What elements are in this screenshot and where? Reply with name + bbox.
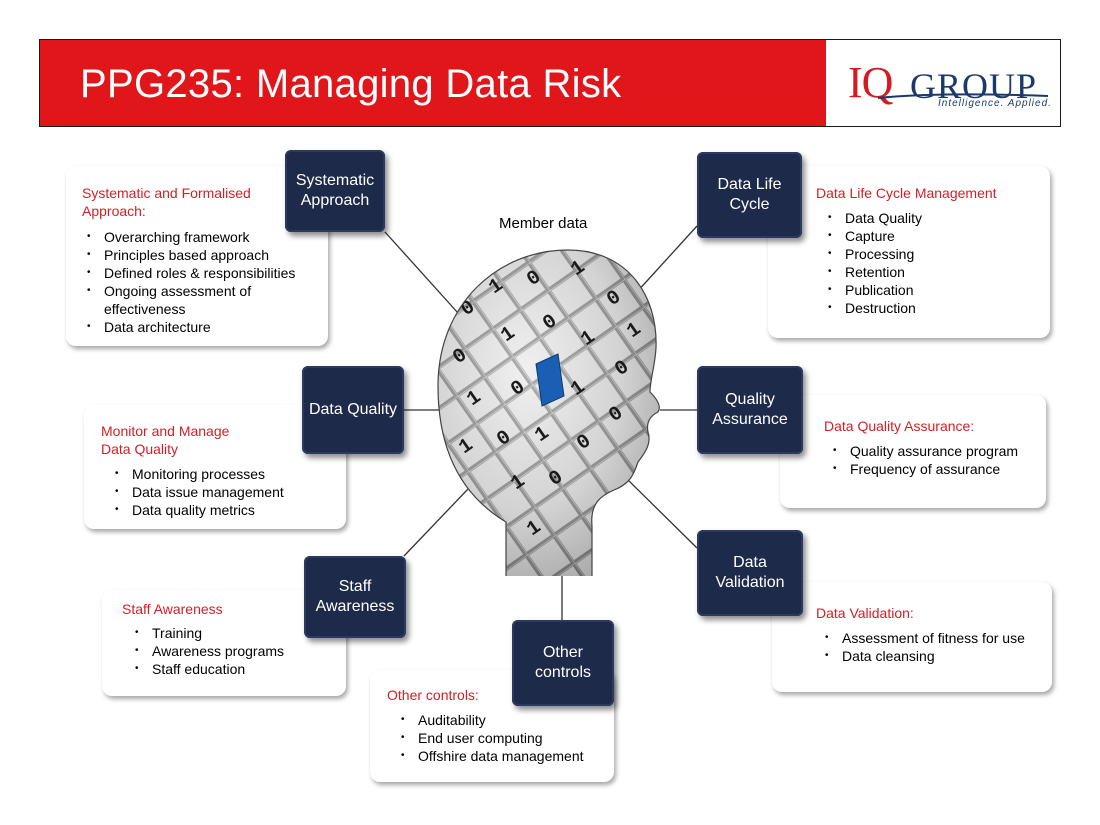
list-item: Offshire data management xyxy=(396,747,611,765)
list-item: Monitoring processes xyxy=(110,465,340,483)
node-staff-awareness: Staff Awareness xyxy=(304,556,406,638)
panel-lifecycle: Data Life Cycle Management Data QualityC… xyxy=(768,166,1050,338)
list-item: Data architecture xyxy=(82,318,322,336)
connector-validation xyxy=(625,477,698,549)
list-other: AuditabilityEnd user computingOffshire d… xyxy=(396,711,611,765)
list-item: End user computing xyxy=(396,729,611,747)
blue-chip-icon xyxy=(535,353,565,407)
logo-group-letters: GROUP xyxy=(910,66,1038,106)
list-item: Awareness programs xyxy=(130,642,340,660)
node-data-quality: Data Quality xyxy=(302,366,404,454)
list-systematic: Overarching frameworkPrinciples based ap… xyxy=(82,228,322,336)
list-staff: TrainingAwareness programsStaff educatio… xyxy=(130,624,340,678)
list-item: Principles based approach xyxy=(82,246,322,264)
logo-iq-letters: IQ xyxy=(848,58,893,107)
panel-staff: Staff Awareness TrainingAwareness progra… xyxy=(102,590,346,696)
node-data-validation: Data Validation xyxy=(697,530,803,616)
node-label-validation: Data Validation xyxy=(715,554,785,591)
panel-title-validation: Data Validation: xyxy=(816,605,914,621)
node-label-quality: Data Quality xyxy=(308,401,398,418)
panel-systematic: Systematic and Formalised Approach: Over… xyxy=(66,166,328,346)
list-item: Staff education xyxy=(130,660,340,678)
panel-validation: Data Validation: Assessment of fitness f… xyxy=(772,582,1052,692)
list-item: Training xyxy=(130,624,340,642)
list-item: Quality assurance program xyxy=(828,442,1043,460)
logo-tagline: Intelligence. Applied. xyxy=(938,98,1052,109)
list-item: Destruction xyxy=(823,299,1043,317)
list-item: Frequency of assurance xyxy=(828,460,1043,478)
list-item: Defined roles & responsibilities xyxy=(82,264,322,282)
list-item: Assessment of fitness for use xyxy=(820,629,1050,647)
node-quality-assurance: Quality Assurance xyxy=(697,366,803,454)
list-item: Data Quality xyxy=(823,209,1043,227)
panel-title-lifecycle: Data Life Cycle Management xyxy=(816,185,997,201)
node-label-lifecycle: Data Life Cycle xyxy=(717,176,782,213)
node-systematic-approach: Systematic Approach xyxy=(285,150,385,232)
member-data-label: Member data xyxy=(499,215,588,232)
list-assurance: Quality assurance programFrequency of as… xyxy=(828,442,1043,478)
list-item: Data cleansing xyxy=(820,647,1050,665)
logo-swoosh-icon xyxy=(878,93,1048,99)
connector-systematic xyxy=(384,231,459,314)
list-item: Data issue management xyxy=(110,483,340,501)
panel-title-systematic: Systematic and Formalised Approach: xyxy=(82,185,251,219)
panel-assurance: Data Quality Assurance: Quality assuranc… xyxy=(780,395,1046,508)
list-item: Publication xyxy=(823,281,1043,299)
panel-title-staff: Staff Awareness xyxy=(122,601,223,617)
node-label-other: Other controls xyxy=(534,644,592,681)
node-other-controls: Other controls xyxy=(512,620,614,706)
node-label-assurance: Quality Assurance xyxy=(712,391,788,428)
list-validation: Assessment of fitness for useData cleans… xyxy=(820,629,1050,665)
panel-title-assurance: Data Quality Assurance: xyxy=(824,418,975,434)
connector-lifecycle xyxy=(635,225,698,294)
list-item: Processing xyxy=(823,245,1043,263)
header-banner: PPG235: Managing Data Risk IQ GROUP Inte… xyxy=(39,39,1061,127)
title-bar: PPG235: Managing Data Risk xyxy=(40,40,826,126)
panel-title-quality: Monitor and Manage Data Quality xyxy=(101,423,230,457)
panel-title-other: Other controls: xyxy=(387,687,479,703)
list-item: Data quality metrics xyxy=(110,501,340,519)
node-label-systematic: Systematic Approach xyxy=(295,172,375,209)
list-item: Ongoing assessment of effectiveness xyxy=(82,282,322,318)
list-item: Capture xyxy=(823,227,1043,245)
list-item: Retention xyxy=(823,263,1043,281)
list-quality: Monitoring processesData issue managemen… xyxy=(110,465,340,519)
list-item: Auditability xyxy=(396,711,611,729)
list-item: Overarching framework xyxy=(82,228,322,246)
iq-group-logo: IQ GROUP Intelligence. Applied. xyxy=(848,58,1051,114)
node-data-life-cycle: Data Life Cycle xyxy=(697,152,802,238)
list-lifecycle: Data QualityCaptureProcessingRetentionPu… xyxy=(823,209,1043,317)
slide-title: PPG235: Managing Data Risk xyxy=(80,62,622,106)
node-label-staff: Staff Awareness xyxy=(315,578,395,615)
